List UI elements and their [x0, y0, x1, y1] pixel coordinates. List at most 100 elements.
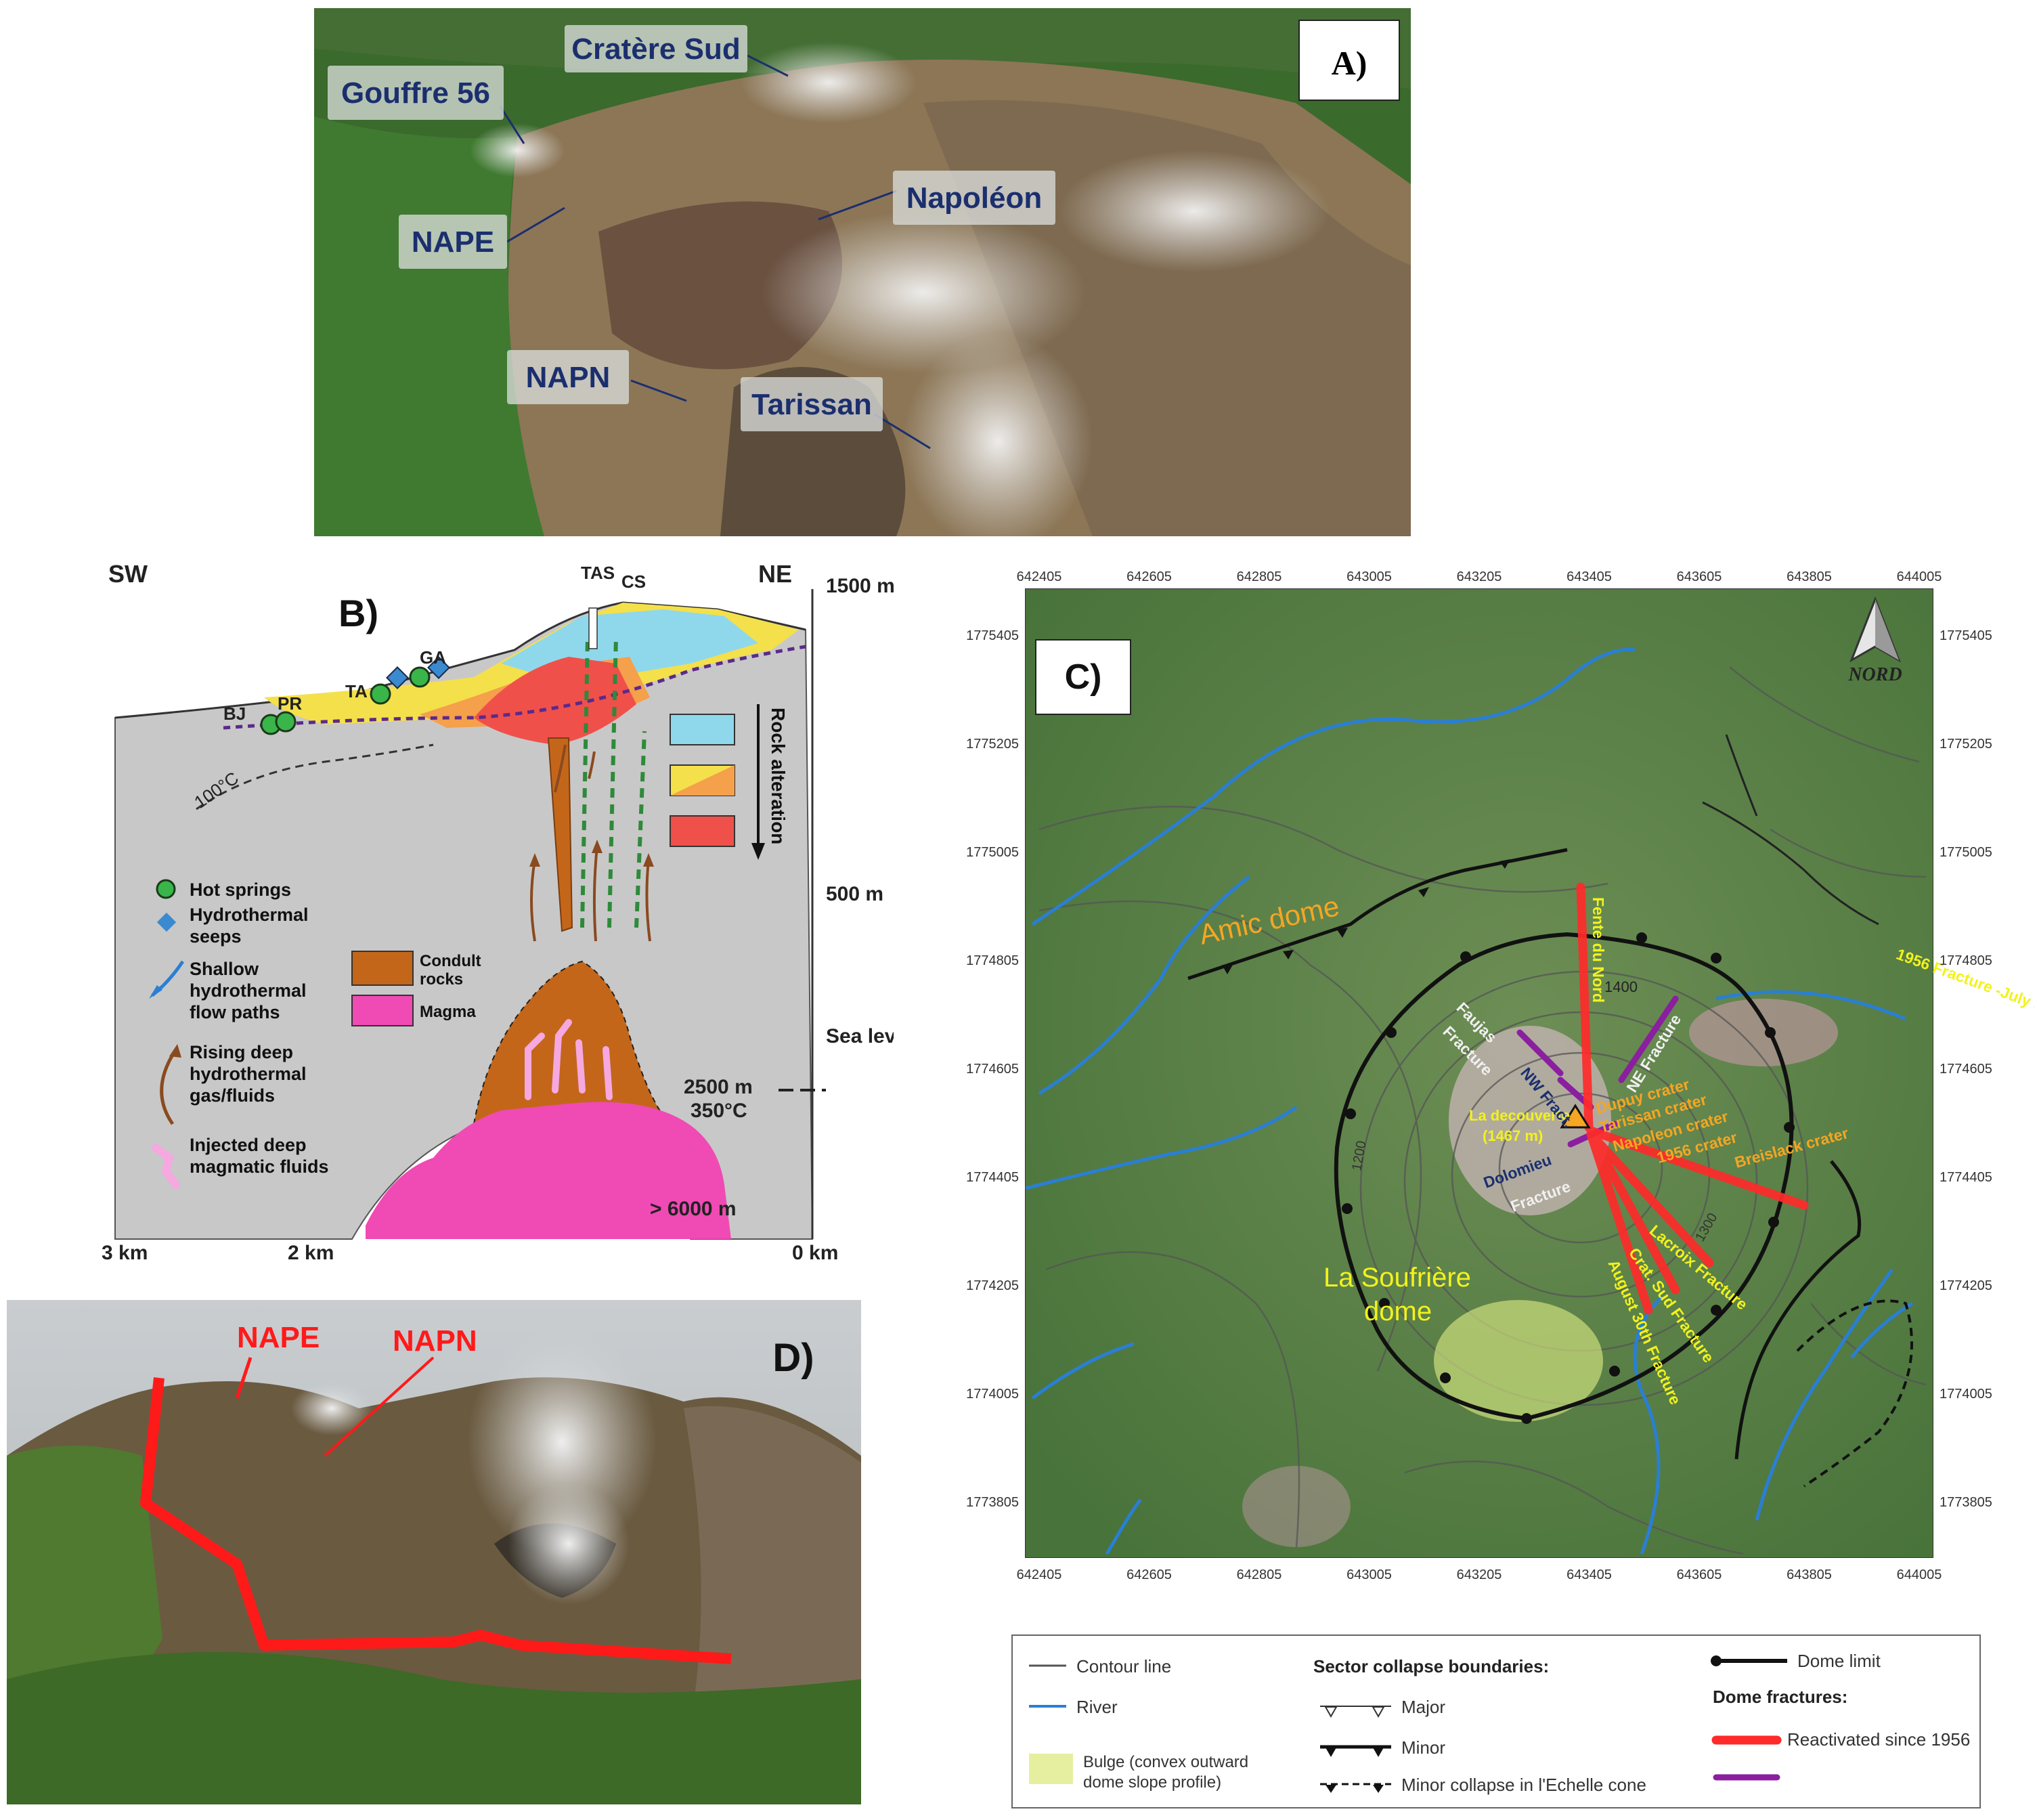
x-tick-label: 643605 — [1677, 1567, 1722, 1582]
x-tick-label: 643005 — [1346, 569, 1392, 584]
label-ga: GA — [420, 647, 446, 668]
svg-text:A): A) — [1332, 44, 1367, 82]
map-axis-ticks: 6424056424056426056426056428056428056430… — [966, 569, 1992, 1582]
svg-text:Minor: Minor — [1401, 1737, 1445, 1758]
bulge-area — [1434, 1300, 1603, 1422]
label-500m: 500 m — [826, 883, 883, 905]
svg-text:Condult: Condult — [420, 952, 481, 970]
svg-text:Cratère Sud: Cratère Sud — [571, 32, 740, 66]
svg-text:Rock alteration: Rock alteration — [768, 708, 789, 844]
x-tick-label: 644005 — [1897, 1567, 1942, 1582]
y-tick-label: 1775205 — [1940, 737, 1992, 752]
label-nape: NAPE — [399, 215, 507, 269]
panel-c-map: NORD C) Amic dome La Soufrière dome La d… — [966, 569, 2034, 1808]
svg-text:Hydrothermal: Hydrothermal — [190, 905, 309, 925]
y-tick-label: 1774405 — [1940, 1170, 1992, 1185]
svg-text:Gouffre 56: Gouffre 56 — [341, 77, 490, 110]
x-tick-label: 643205 — [1457, 569, 1502, 584]
svg-text:dome slope profile): dome slope profile) — [1083, 1773, 1221, 1792]
hot-springs-markers — [260, 666, 431, 735]
x-tick-label: 643405 — [1567, 1567, 1612, 1582]
x-tick-label: 643805 — [1787, 1567, 1832, 1582]
x-tick-label: 642805 — [1237, 1567, 1282, 1582]
label-ta: TA — [345, 681, 368, 701]
svg-text:Tarissan: Tarissan — [751, 388, 872, 421]
rock-alteration-legend: Rock alteration — [670, 704, 789, 860]
svg-text:hydrothermal: hydrothermal — [190, 980, 307, 1001]
x-tick-label: 643805 — [1787, 569, 1832, 584]
label-2km: 2 km — [288, 1242, 334, 1264]
label-tas: TAS — [581, 563, 615, 583]
panel-b-legend: Hot springs Hydrothermal seeps Shallow h… — [149, 879, 481, 1189]
sw-label: SW — [108, 562, 148, 588]
y-tick-label: 1775405 — [966, 628, 1019, 643]
label-tarissan: Tarissan — [741, 377, 883, 431]
svg-text:Napoléon: Napoléon — [906, 181, 1042, 215]
x-tick-label: 642405 — [1017, 569, 1062, 584]
svg-text:Rising deep: Rising deep — [190, 1042, 293, 1062]
label-soufriere-2: dome — [1364, 1297, 1432, 1326]
x-tick-label: 642605 — [1126, 569, 1172, 584]
svg-text:Fente du Nord: Fente du Nord — [1590, 897, 1607, 1003]
svg-text:Reactivated since 1956: Reactivated since 1956 — [1787, 1729, 1970, 1750]
svg-text:seeps: seeps — [190, 926, 242, 947]
label-0km: 0 km — [792, 1242, 838, 1264]
svg-text:Magma: Magma — [420, 1003, 476, 1021]
x-tick-label: 643605 — [1677, 569, 1722, 584]
x-tick-label: 643205 — [1457, 1567, 1502, 1582]
label-napoleon: Napoléon — [893, 171, 1055, 225]
panel-a-photo: Gouffre 56 Cratère Sud Napoléon NAPE NAP… — [314, 8, 1411, 536]
label-summit-alt: (1467 m) — [1483, 1127, 1543, 1144]
y-tick-label: 1773805 — [966, 1495, 1019, 1510]
svg-text:NORD: NORD — [1847, 664, 1902, 685]
label-350c: 350°C — [691, 1100, 747, 1122]
panel-a-letter: A) — [1298, 20, 1400, 101]
x-tick-label: 643005 — [1346, 1567, 1392, 1582]
label-bj: BJ — [223, 703, 246, 724]
label-cratere-sud: Cratère Sud — [565, 25, 747, 72]
svg-text:rocks: rocks — [420, 970, 463, 989]
label-gouffre56: Gouffre 56 — [328, 66, 504, 120]
y-tick-label: 1774205 — [1940, 1278, 1992, 1293]
svg-text:Dome fractures:: Dome fractures: — [1713, 1687, 1847, 1707]
x-tick-label: 642805 — [1237, 569, 1282, 584]
y-tick-label: 1774605 — [1940, 1062, 1992, 1077]
summit-marker — [1560, 1104, 1591, 1129]
x-tick-label: 643405 — [1567, 569, 1612, 584]
y-tick-label: 1774005 — [1940, 1387, 1992, 1402]
label-napn-d: NAPN — [393, 1324, 477, 1358]
y-tick-label: 1774805 — [966, 953, 1019, 968]
panel-d-photo: NAPE NAPN D) — [7, 1300, 861, 1804]
label-nape-d: NAPE — [237, 1321, 320, 1354]
svg-text:NAPE: NAPE — [412, 225, 494, 259]
panel-b-cross-section: SW NE B) TAS CS GA TA PR BJ 100°C 1500 m… — [102, 562, 894, 1264]
panel-d-letter: D) — [772, 1336, 814, 1380]
svg-text:River: River — [1076, 1697, 1118, 1717]
label-sea-level: Sea level — [826, 1025, 894, 1047]
svg-text:Hot springs: Hot springs — [190, 880, 291, 900]
svg-text:Dome limit: Dome limit — [1797, 1651, 1881, 1671]
nape-trail-line — [140, 1377, 732, 1664]
y-tick-label: 1775005 — [1940, 845, 1992, 860]
svg-text:NAPN: NAPN — [526, 361, 611, 394]
y-tick-label: 1774805 — [1940, 953, 1992, 968]
y-tick-label: 1775005 — [966, 845, 1019, 860]
label-6000m: > 6000 m — [650, 1198, 737, 1220]
y-tick-label: 1773805 — [1940, 1495, 1992, 1510]
label-3km: 3 km — [102, 1242, 148, 1264]
svg-text:Bulge (convex outward: Bulge (convex outward — [1083, 1753, 1248, 1771]
y-tick-label: 1774205 — [966, 1278, 1019, 1293]
panel-c-letter: C) — [1035, 639, 1131, 715]
svg-text:Sector collapse boundaries:: Sector collapse boundaries: — [1313, 1656, 1549, 1676]
label-napn: NAPN — [507, 350, 629, 404]
x-tick-label: 642605 — [1126, 1567, 1172, 1582]
y-tick-label: 1775405 — [1940, 628, 1992, 643]
label-contour-1400: 1400 — [1604, 978, 1638, 995]
y-tick-label: 1774605 — [966, 1062, 1019, 1077]
y-tick-label: 1774405 — [966, 1170, 1019, 1185]
svg-text:Shallow: Shallow — [190, 959, 259, 979]
svg-text:Contour line: Contour line — [1076, 1656, 1171, 1676]
svg-text:Minor collapse in l'Echelle co: Minor collapse in l'Echelle cone — [1401, 1775, 1646, 1795]
label-cs: CS — [621, 571, 646, 592]
y-tick-label: 1774005 — [966, 1387, 1019, 1402]
